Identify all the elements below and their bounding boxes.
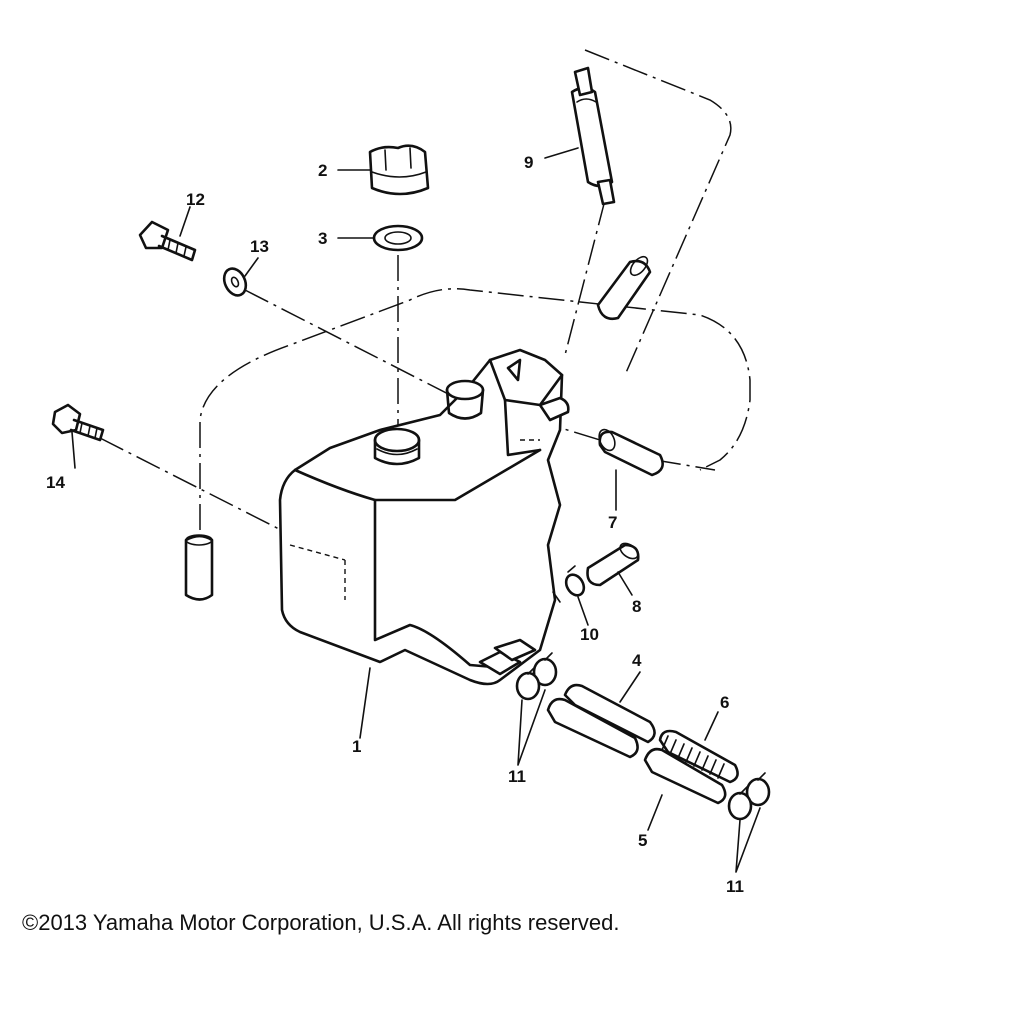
callout-4: 4 xyxy=(632,651,642,670)
copyright-notice: ©2013 Yamaha Motor Corporation, U.S.A. A… xyxy=(22,910,620,935)
hose-7 xyxy=(598,428,664,477)
leader-lines xyxy=(71,147,761,873)
callout-5: 5 xyxy=(638,831,647,850)
callout-8: 8 xyxy=(632,597,641,616)
callout-11-upper: 11 xyxy=(508,767,526,786)
hose-5 xyxy=(643,747,727,805)
callout-11-lower: 11 xyxy=(726,877,744,896)
callout-13: 13 xyxy=(250,237,269,256)
cap-seal-ring xyxy=(372,224,424,252)
callout-6: 6 xyxy=(720,693,729,712)
callout-1: 1 xyxy=(352,737,361,756)
tank-cap xyxy=(368,144,430,196)
callout-14: 14 xyxy=(46,473,65,492)
callout-12: 12 xyxy=(186,190,205,209)
clip-10 xyxy=(564,565,586,597)
callout-9: 9 xyxy=(524,153,533,172)
hose-clamps-upper xyxy=(515,652,558,701)
spring-6 xyxy=(658,729,739,784)
hose-8 xyxy=(586,542,640,587)
bolt-14 xyxy=(51,403,105,442)
bolt-12 xyxy=(138,220,197,262)
oil-tank xyxy=(278,348,570,686)
hose-9 xyxy=(570,66,616,206)
callout-7: 7 xyxy=(608,513,617,532)
callout-labels: 1 2 3 4 5 6 7 8 9 10 11 11 12 13 14 xyxy=(46,153,744,896)
breather-hose-left xyxy=(184,534,214,601)
callout-2: 2 xyxy=(318,161,327,180)
callout-3: 3 xyxy=(318,229,327,248)
connector-hose xyxy=(596,255,652,320)
hose-4 xyxy=(546,683,656,759)
hose-clamps-lower xyxy=(727,772,771,821)
callout-10: 10 xyxy=(580,625,599,644)
washer-13 xyxy=(222,267,248,297)
